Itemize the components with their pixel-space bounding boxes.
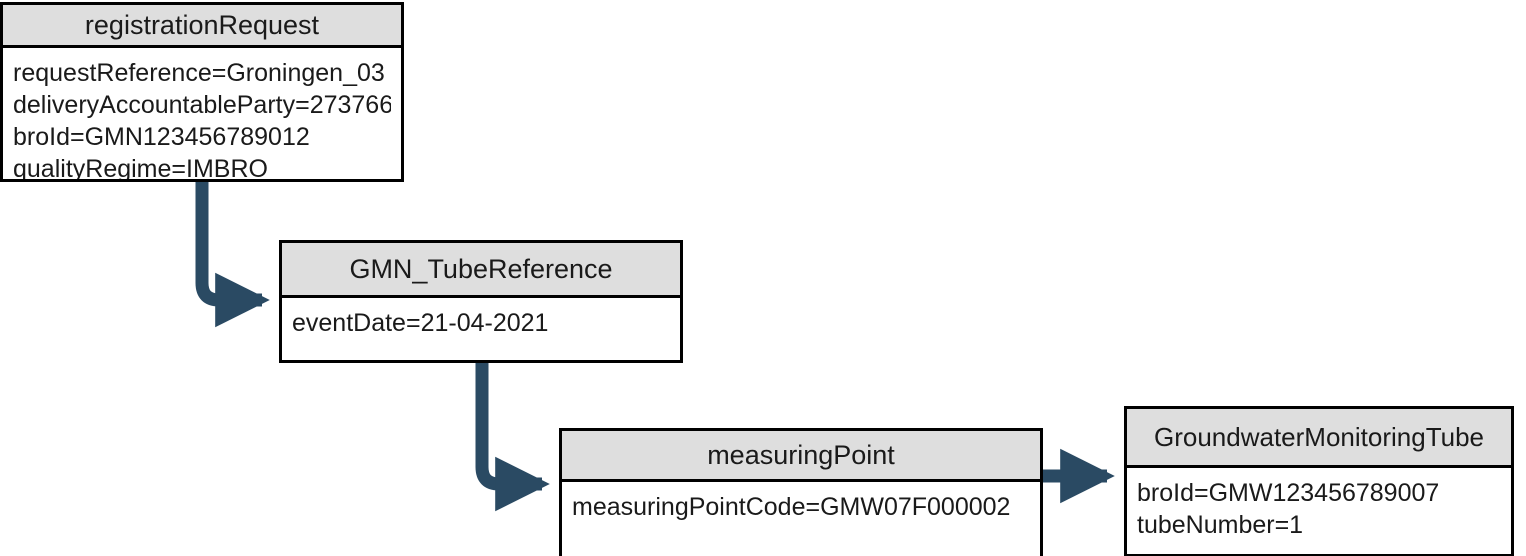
attribute-line: eventDate=21-04-2021 bbox=[292, 309, 549, 337]
uml-box-title: GMN_TubeReference bbox=[349, 253, 613, 284]
attribute-line: deliveryAccountableParty=27376655 bbox=[13, 91, 391, 119]
uml-box-body-gmn-tube-reference: eventDate=21-04-2021 bbox=[282, 298, 680, 339]
connector-registration-to-tubereference bbox=[195, 182, 270, 328]
attribute-line: qualityRegime=IMBRO bbox=[13, 155, 268, 182]
uml-box-title: GroundwaterMonitoringTube bbox=[1154, 422, 1484, 452]
uml-box-header-gmn-tube-reference: GMN_TubeReference bbox=[282, 243, 680, 298]
uml-box-measuring-point[interactable]: measuringPoint measuringPointCode=GMW07F… bbox=[559, 428, 1043, 556]
uml-box-body-groundwater-monitoring-tube: broId=GMW123456789007 tubeNumber=1 bbox=[1127, 468, 1511, 541]
uml-box-registration-request[interactable]: registrationRequest requestReference=Gro… bbox=[0, 2, 404, 182]
attribute-line: measuringPointCode=GMW07F000002 bbox=[572, 493, 1011, 521]
uml-box-header-groundwater-monitoring-tube: GroundwaterMonitoringTube bbox=[1127, 409, 1511, 468]
uml-box-title: registrationRequest bbox=[84, 9, 320, 40]
uml-box-header-measuring-point: measuringPoint bbox=[562, 431, 1040, 482]
uml-box-gmn-tube-reference[interactable]: GMN_TubeReference eventDate=21-04-2021 bbox=[279, 240, 683, 363]
connector-tubereference-to-measuringpoint bbox=[475, 363, 550, 512]
uml-box-header-registration-request: registrationRequest bbox=[3, 5, 401, 48]
attribute-line: broId=GMN123456789012 bbox=[13, 123, 310, 151]
uml-box-body-measuring-point: measuringPointCode=GMW07F000002 bbox=[562, 482, 1040, 523]
uml-box-title: measuringPoint bbox=[707, 439, 895, 470]
uml-box-groundwater-monitoring-tube[interactable]: GroundwaterMonitoringTube broId=GMW12345… bbox=[1124, 406, 1514, 556]
attribute-line: broId=GMW123456789007 bbox=[1137, 479, 1440, 507]
uml-box-body-registration-request: requestReference=Groningen_03 deliveryAc… bbox=[3, 48, 401, 182]
attribute-line: requestReference=Groningen_03 bbox=[13, 59, 385, 87]
attribute-line: tubeNumber=1 bbox=[1137, 511, 1304, 539]
